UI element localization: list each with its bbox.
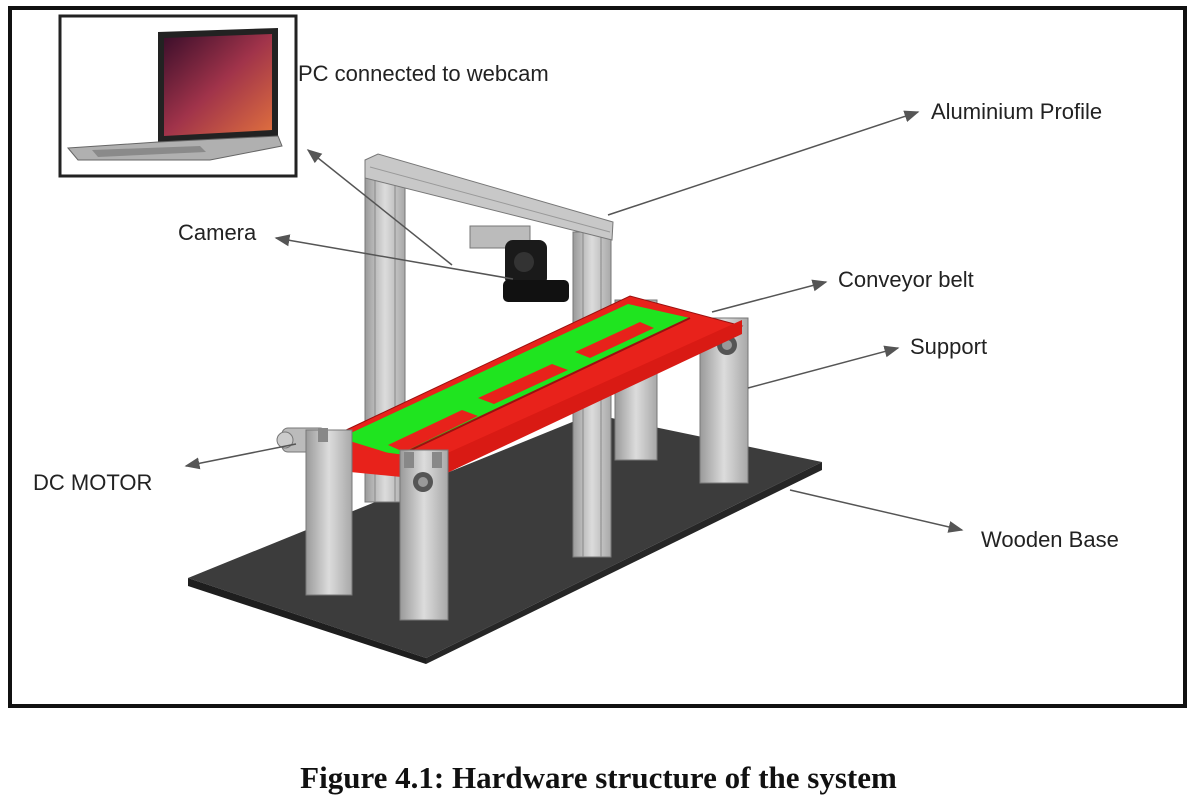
laptop-screen: [164, 34, 272, 136]
wooden-base: [188, 414, 822, 664]
label-dc-motor: DC MOTOR: [33, 470, 153, 495]
conveyor-belt: [323, 295, 744, 486]
leader-base: [789, 489, 964, 533]
front-supports: [305, 428, 449, 621]
leader-conveyor: [711, 279, 828, 313]
figure-caption: Figure 4.1: Hardware structure of the sy…: [300, 760, 897, 795]
leader-aluminium: [607, 110, 920, 216]
label-conveyor-belt: Conveyor belt: [838, 267, 974, 292]
label-aluminium-profile: Aluminium Profile: [931, 99, 1103, 124]
leader-motor: [184, 443, 297, 470]
laptop-inset: [58, 14, 298, 178]
label-camera: Camera: [178, 220, 257, 245]
leader-lines: [184, 110, 964, 533]
leader-support: [747, 345, 900, 389]
leader-pc: [306, 149, 453, 266]
label-wooden-base: Wooden Base: [981, 527, 1119, 552]
label-pc: PC connected to webcam: [298, 61, 549, 86]
camera: [469, 225, 569, 302]
leader-camera: [274, 234, 514, 280]
label-support: Support: [910, 334, 988, 359]
